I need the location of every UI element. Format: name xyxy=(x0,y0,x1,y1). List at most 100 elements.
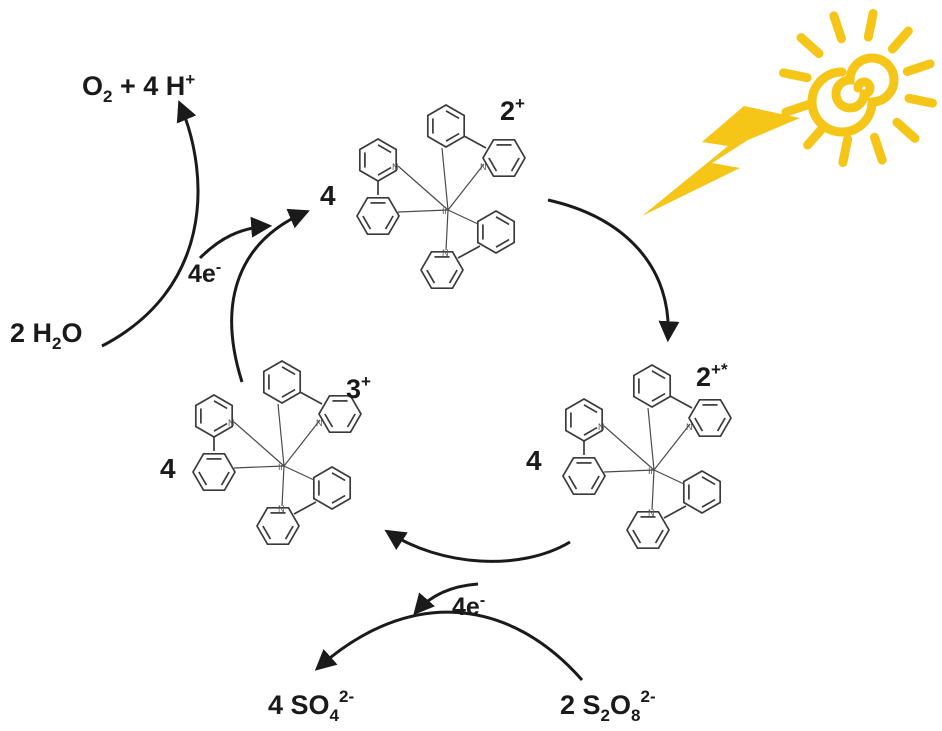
sun-icon xyxy=(779,9,937,167)
double-bond xyxy=(220,471,230,486)
complex-top-charge: 2+ xyxy=(500,94,525,126)
double-bond xyxy=(583,426,598,436)
ring-link xyxy=(669,395,693,409)
double-bond xyxy=(654,529,664,544)
electrons-bottom-label: 4e- xyxy=(452,592,485,621)
double-bond xyxy=(632,529,642,544)
coordination-bond xyxy=(445,209,449,251)
double-bond xyxy=(583,404,598,414)
sun-ray xyxy=(803,122,829,150)
sun-ray xyxy=(796,33,824,59)
sun-ray xyxy=(902,59,935,76)
ring-link xyxy=(663,505,687,519)
sun-ray xyxy=(892,117,920,143)
double-bond xyxy=(377,166,392,176)
double-bond xyxy=(331,472,346,482)
double-bond xyxy=(281,388,296,398)
coordination-bond xyxy=(397,165,449,211)
lightning-icon xyxy=(642,106,800,216)
electrons-top-label: 4e- xyxy=(188,259,221,288)
double-bond xyxy=(510,157,520,172)
sun-ray xyxy=(838,134,853,167)
double-bond xyxy=(445,132,460,142)
double-bond xyxy=(346,413,356,428)
double-bond xyxy=(701,476,716,486)
ring-link xyxy=(457,245,481,259)
double-bond xyxy=(281,366,296,376)
double-bond xyxy=(362,215,372,230)
double-bond xyxy=(213,400,228,410)
sun-ray xyxy=(781,100,814,117)
arrow-electrons-bottom xyxy=(413,582,479,616)
double-bond xyxy=(213,422,228,432)
sun-ray xyxy=(887,26,913,54)
coordination-bond xyxy=(281,465,285,507)
ring-link xyxy=(463,135,487,149)
coordination-bond xyxy=(653,423,691,471)
double-bond xyxy=(331,494,346,504)
double-bond xyxy=(651,370,666,380)
sun-ray xyxy=(870,132,887,165)
double-bond xyxy=(198,471,208,486)
aromatic-ring xyxy=(312,466,352,510)
coordination-bond xyxy=(653,469,685,485)
arrow-left-to-top xyxy=(230,208,310,383)
nitrogen-atom: N xyxy=(686,422,693,432)
complex-right-count: 4 xyxy=(526,445,542,476)
aromatic-ring xyxy=(626,510,670,550)
metal-atom: Ir xyxy=(442,206,448,216)
nitrogen-atom: N xyxy=(278,504,285,514)
nitrogen-atom: N xyxy=(228,418,235,428)
double-bond xyxy=(377,144,392,154)
complex-left-count: 4 xyxy=(160,453,176,484)
double-bond xyxy=(716,417,726,432)
sun-ray xyxy=(829,11,846,44)
double-bond xyxy=(488,157,498,172)
coordination-bond xyxy=(651,469,655,511)
double-bond xyxy=(284,525,294,540)
double-bond xyxy=(694,417,704,432)
aromatic-ring xyxy=(256,506,300,546)
coordination-bond xyxy=(441,147,449,211)
arrow-water-to-oxygen xyxy=(101,100,200,348)
complex-top-count: 4 xyxy=(320,180,336,211)
double-bond xyxy=(384,215,394,230)
coordination-bond xyxy=(447,163,485,211)
ring-link xyxy=(299,391,323,405)
coordination-bond xyxy=(283,465,315,481)
persulfate-label: 2 S2O82- xyxy=(560,687,656,725)
double-bond xyxy=(651,392,666,402)
sun-ray xyxy=(904,93,937,108)
sun-ray xyxy=(779,68,812,83)
coordination-bond xyxy=(647,407,655,471)
double-bond xyxy=(495,238,510,248)
metal-atom: Ir xyxy=(648,466,654,476)
coordination-bond xyxy=(233,421,285,467)
coordination-bond xyxy=(603,469,655,473)
aromatic-ring xyxy=(356,196,400,236)
nitrogen-atom: N xyxy=(392,162,399,172)
nitrogen-atom: N xyxy=(598,422,605,432)
nitrogen-atom: N xyxy=(316,418,323,428)
nitrogen-atom: N xyxy=(648,508,655,518)
double-bond xyxy=(495,216,510,226)
ring-link xyxy=(293,501,317,515)
aromatic-ring xyxy=(482,138,526,178)
arrow-right-to-left xyxy=(384,529,571,563)
double-bond xyxy=(448,269,458,284)
aromatic-ring xyxy=(192,452,236,492)
water-label: 2 H2O xyxy=(10,318,83,353)
nitrogen-atom: N xyxy=(480,162,487,172)
metal-atom: Ir xyxy=(278,462,284,472)
oxygen-products-label: O2 + 4 H+ xyxy=(82,70,195,106)
coordination-bond xyxy=(397,209,449,213)
coordination-bond xyxy=(283,419,321,467)
complex-left-charge: 3+ xyxy=(346,372,371,404)
coordination-bond xyxy=(233,465,285,469)
aromatic-ring xyxy=(632,364,672,408)
double-bond xyxy=(262,525,272,540)
aromatic-ring xyxy=(420,250,464,290)
